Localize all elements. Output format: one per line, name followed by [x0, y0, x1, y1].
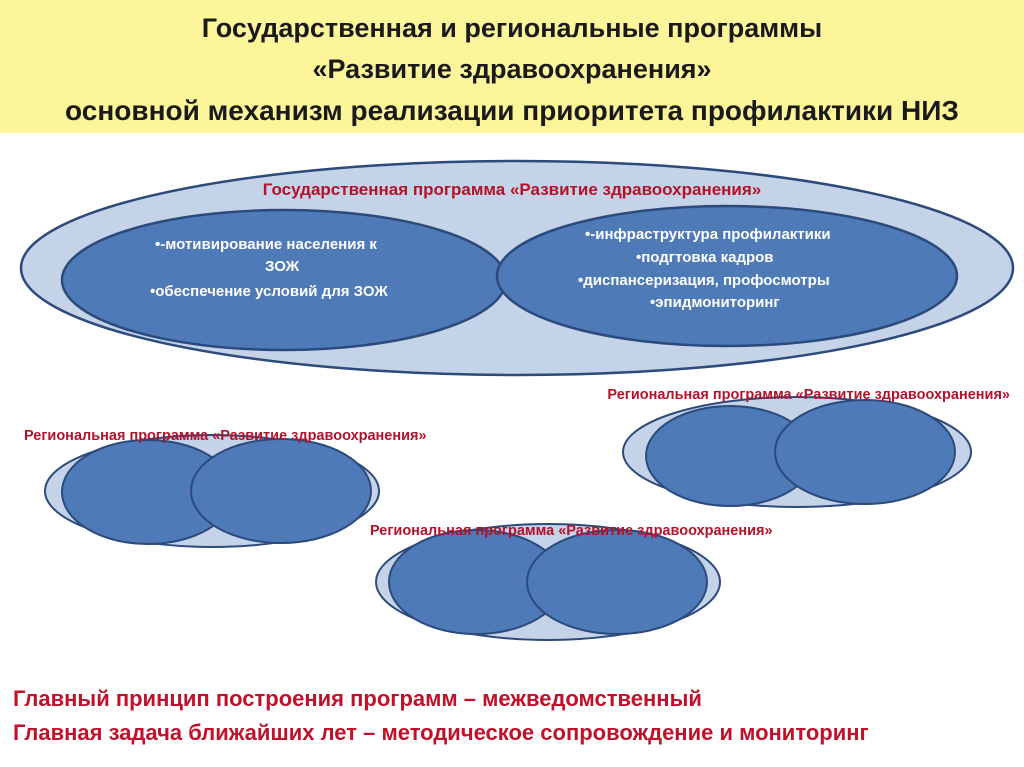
regional-bottom-inner-ellipse-2: [526, 529, 708, 635]
slide-header: Государственная и региональные программы…: [0, 0, 1024, 133]
regional-program-bottom: Региональная программа «Развитие здравоо…: [370, 523, 773, 641]
footer-line-2: Главная задача ближайших лет – методичес…: [13, 720, 869, 745]
regional-left-title: Региональная программа «Развитие здравоо…: [24, 428, 427, 444]
left-item-1: •-мотивирование населения к: [155, 236, 377, 253]
right-item-1: •-инфраструктура профилактики: [585, 226, 831, 243]
state-program-left-ellipse: [60, 208, 508, 352]
state-program-group: Государственная программа «Развитие здра…: [19, 159, 1015, 377]
footer-line-1: Главный принцип построения программ – ме…: [13, 686, 702, 711]
right-item-3: •диспансеризация, профосмотры: [578, 272, 830, 289]
regional-program-right: Региональная программа «Развитие здравоо…: [607, 387, 1010, 508]
right-item-2: •подгтовка кадров: [636, 249, 774, 266]
state-program-right-ellipse: [495, 204, 959, 348]
header-line-2: «Развитие здравоохранения»: [312, 54, 712, 84]
regional-bottom-title: Региональная программа «Развитие здравоо…: [370, 523, 773, 539]
regional-program-left: Региональная программа «Развитие здравоо…: [24, 428, 427, 548]
right-item-4: •эпидмониторинг: [650, 294, 780, 311]
regional-left-inner-ellipse-2: [190, 438, 372, 544]
left-item-2: ЗОЖ: [265, 258, 300, 275]
header-line-3: основной механизм реализации приоритета …: [65, 95, 959, 126]
slide-footer: Главный принцип построения программ – ме…: [13, 682, 1013, 750]
left-item-3: •обеспечение условий для ЗОЖ: [150, 283, 388, 300]
state-program-title: Государственная программа «Развитие здра…: [263, 180, 762, 199]
header-line-1: Государственная и региональные программы: [201, 13, 823, 43]
regional-right-inner-ellipse-2: [774, 399, 956, 505]
regional-right-title: Региональная программа «Развитие здравоо…: [607, 387, 1010, 403]
